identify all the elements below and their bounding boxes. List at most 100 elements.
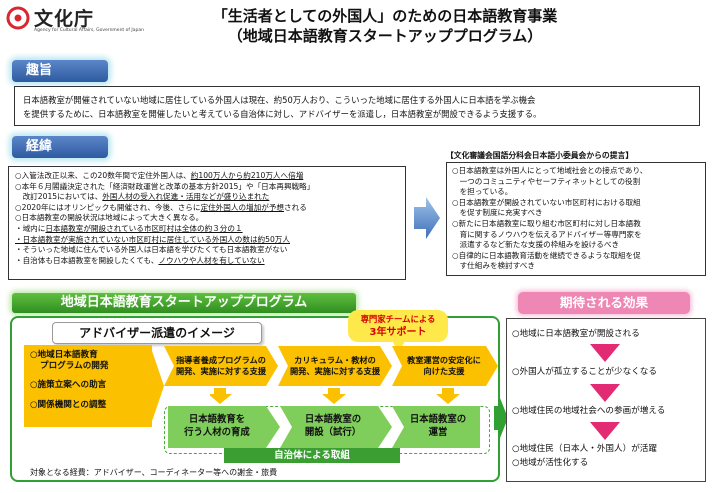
green-step-label-1: 日本語教育を行う人材の育成 [168, 408, 266, 446]
role-text: 関係機関との調整 [37, 400, 107, 410]
chevron-text: 開発、実施に対する支援 [289, 366, 381, 376]
chevron-row [164, 346, 498, 386]
green-step-text: 運営 [428, 427, 448, 438]
keii-line: ・自治体も日本語教室を開設したくても、ノウハウや人材を有していない [15, 256, 399, 267]
role-text: 地域日本語教育 [37, 350, 98, 360]
role-item-2: ○施策立案への助言 [30, 380, 150, 391]
team-support-badge: 専門家チームによる 3年サポート [348, 310, 448, 342]
effect-item-3: ○地域住民の地域社会への参画が増える [512, 406, 666, 416]
kitai-header: 期待される効果 [518, 292, 690, 314]
down-arrow-icon [322, 388, 346, 404]
keii-underline: 定住外国人の増加が予想 [200, 202, 285, 212]
arrow-right-icon [414, 197, 440, 239]
keii-underline: ノウハウや人材を有していない [158, 255, 265, 265]
keii-line: ○2020年にはオリンピックも開催され、今後、さらに定住外国人の増加が予想される [15, 203, 399, 214]
agency-mark-icon [6, 6, 30, 30]
keii-line: 改訂2015においては、外国人材の受入れ促進・活用などが盛り込まれた [15, 192, 399, 203]
keii-text: される [284, 202, 307, 212]
keii-line: ・そういった地域に住んでいる外国人は日本語を学びたくても日本語教室がない [15, 245, 288, 255]
keii-underline: ・日本語教室が実施されていない市区町村に居住している外国人の数は約50万人 [15, 234, 290, 244]
chevron-text: 教室運営の安定化に [407, 355, 481, 365]
effect-item-5: ○地域が活性化する [512, 458, 589, 468]
role-item-3: ○関係機関との調整 [30, 400, 150, 411]
teigen-line: 一つのコミュニティやセーフティネットとしての役割 [452, 176, 641, 186]
keii-underline: 約100万人から約210万人へ倍増 [190, 171, 304, 180]
keii-line: ○入管法改正以来、この20数年間で定住外国人は、約100万人から約210万人へ倍… [15, 171, 399, 182]
shushi-header: 趣旨 [12, 60, 108, 82]
page-title: 「生活者としての外国人」のための日本語教育事業 [212, 7, 558, 25]
effect-down-arrows [590, 344, 620, 440]
chevron-text: 指導者養成プログラムの [176, 355, 266, 365]
chevron-text: 向けた支援 [423, 366, 465, 376]
green-step-row [168, 406, 480, 448]
green-step-shape-2 [280, 406, 392, 448]
keii-line: ○本年６月閣議決定された「経済財政運営と改革の基本方針2015」や「日本再興戦略… [15, 181, 315, 191]
chevron-shape-2 [278, 346, 392, 386]
green-step-label-2: 日本語教室の開設（試行） [284, 408, 382, 446]
teigen-line: 派遣するなど新たな支援の枠組みを設けるべき [452, 240, 620, 250]
advisor-roles-list: ○地域日本語教育 プログラムの開発 ○施策立案への助言 ○関係機関との調整 [30, 350, 150, 411]
cost-note: 対象となる経費：アドバイザー、コーディネーター等への謝金・旅費 [30, 468, 278, 477]
circle-bullet-icon: ○ [30, 400, 38, 410]
teigen-line: ○自律的に日本語教育活動を継続できるような取組を促 [452, 250, 641, 260]
page-subtitle: （地域日本語教育スタートアッププログラム） [227, 27, 543, 45]
agency-logo: 文化庁 Agency for Cultural Affairs, Governm… [6, 4, 144, 38]
role-text: 施策立案への助言 [37, 380, 107, 390]
teigen-line: す仕組みを検討すべき [452, 261, 535, 271]
keii-header: 経緯 [12, 136, 108, 158]
chevron-shape-3 [392, 346, 498, 386]
keii-text: 改訂2015においては、 [15, 192, 103, 202]
effect-item-4: ○地域住民（日本人・外国人）が活躍 [512, 444, 657, 454]
keii-text: ○入管法改正以来、この20数年間で定住外国人は、 [15, 171, 191, 180]
circle-bullet-icon: ○ [30, 350, 38, 360]
green-step-text: 行う人材の育成 [184, 427, 250, 438]
chevron-text: カリキュラム・教材の [294, 355, 376, 365]
teigen-line: 育に関するノウハウを伝えるアドバイザー等専門家を [452, 229, 642, 239]
role-item-1: ○地域日本語教育 [30, 350, 150, 361]
green-step-text: 開設（試行） [304, 427, 362, 438]
pink-down-arrow-icon [590, 384, 620, 402]
teigen-line: ○新たに日本語教室に取り組む市区町村に対し日本語教 [452, 218, 641, 228]
program-header: 地域日本語教育スタートアッププログラム [12, 293, 356, 313]
arrow-to-effects-icon [494, 398, 508, 438]
teigen-line: を担っている。 [452, 187, 513, 197]
keii-line: ・日本語教室が実施されていない市区町村に居住している外国人の数は約50万人 [15, 235, 399, 246]
shushi-box: 日本語教室が開催されていない地域に居住している外国人は現在、約50万人おり、こう… [14, 86, 700, 126]
advisor-title: アドバイザー派遣のイメージ [52, 322, 262, 344]
keii-text: ・自治体も日本語教室を開設したくても、 [15, 255, 159, 265]
down-arrow-icon [210, 388, 232, 404]
keii-box: ○入管法改正以来、この20数年間で定住外国人は、約100万人から約210万人へ倍… [8, 166, 406, 280]
chevron-text: 開発、実施に対する支援 [175, 366, 267, 376]
logo-text: 文化庁 [34, 8, 95, 30]
down-arrows [210, 388, 460, 404]
keii-underline: 日本語教室が開設されている市区町村は全体の約３分の１ [45, 223, 243, 233]
effect-item-2: ○外国人が孤立することが少なくなる [512, 367, 657, 377]
advisor-roles-block [24, 345, 152, 427]
advisor-roles-arrow [150, 345, 164, 427]
teigen-title: 【文化審議会国語分科会日本語小委員会からの提言】 [446, 151, 634, 160]
keii-line: ・域内に日本語教室が開設されている市区町村は全体の約３分の１ [15, 224, 399, 235]
teigen-line: ○日本語教室が開設されていない市区町村における取組 [452, 197, 641, 207]
effect-item-1: ○地域に日本語教室が開設される [512, 329, 640, 339]
shushi-line-2: を提供するために、日本語教室を開催したいと考えている自治体に対し、アドバイザーを… [23, 109, 542, 119]
team-badge-line-2: 3年サポート [369, 327, 427, 338]
green-step-text: 日本語教室の [409, 414, 467, 426]
teigen-box: ○日本語教室は外国人にとって地域社会との接点であり、 一つのコミュニティやセーフ… [446, 162, 706, 276]
green-step-text: 日本語教育を [188, 414, 246, 426]
circle-bullet-icon: ○ [30, 380, 38, 390]
pink-down-arrow-icon [590, 422, 620, 440]
down-arrow-icon [436, 388, 460, 404]
keii-underline: 外国人材の受入れ促進・活用などが盛り込まれた [102, 192, 270, 202]
keii-line: ○日本語教室の開設状況は地域によって大きく異なる。 [15, 213, 204, 223]
teigen-line: を促す制度に充実すべき [452, 208, 543, 218]
shushi-line-1: 日本語教室が開催されていない地域に居住している外国人は現在、約50万人おり、こう… [23, 95, 536, 105]
green-step-shape-3 [392, 406, 480, 448]
keii-text: ○2020年にはオリンピックも開催され、今後、さらに [15, 202, 201, 212]
keii-text: ・域内に [15, 223, 46, 233]
chevron-label-3: 教室運営の安定化に向けた支援 [400, 348, 488, 384]
jichi-label: 自治体による取組 [224, 448, 400, 463]
pink-down-arrow-icon [590, 344, 620, 362]
role-item-1b: プログラムの開発 [40, 361, 109, 371]
teigen-line: ○日本語教室は外国人にとって地域社会との接点であり、 [452, 166, 648, 175]
chevron-label-2: カリキュラム・教材の開発、実施に対する支援 [286, 348, 384, 384]
